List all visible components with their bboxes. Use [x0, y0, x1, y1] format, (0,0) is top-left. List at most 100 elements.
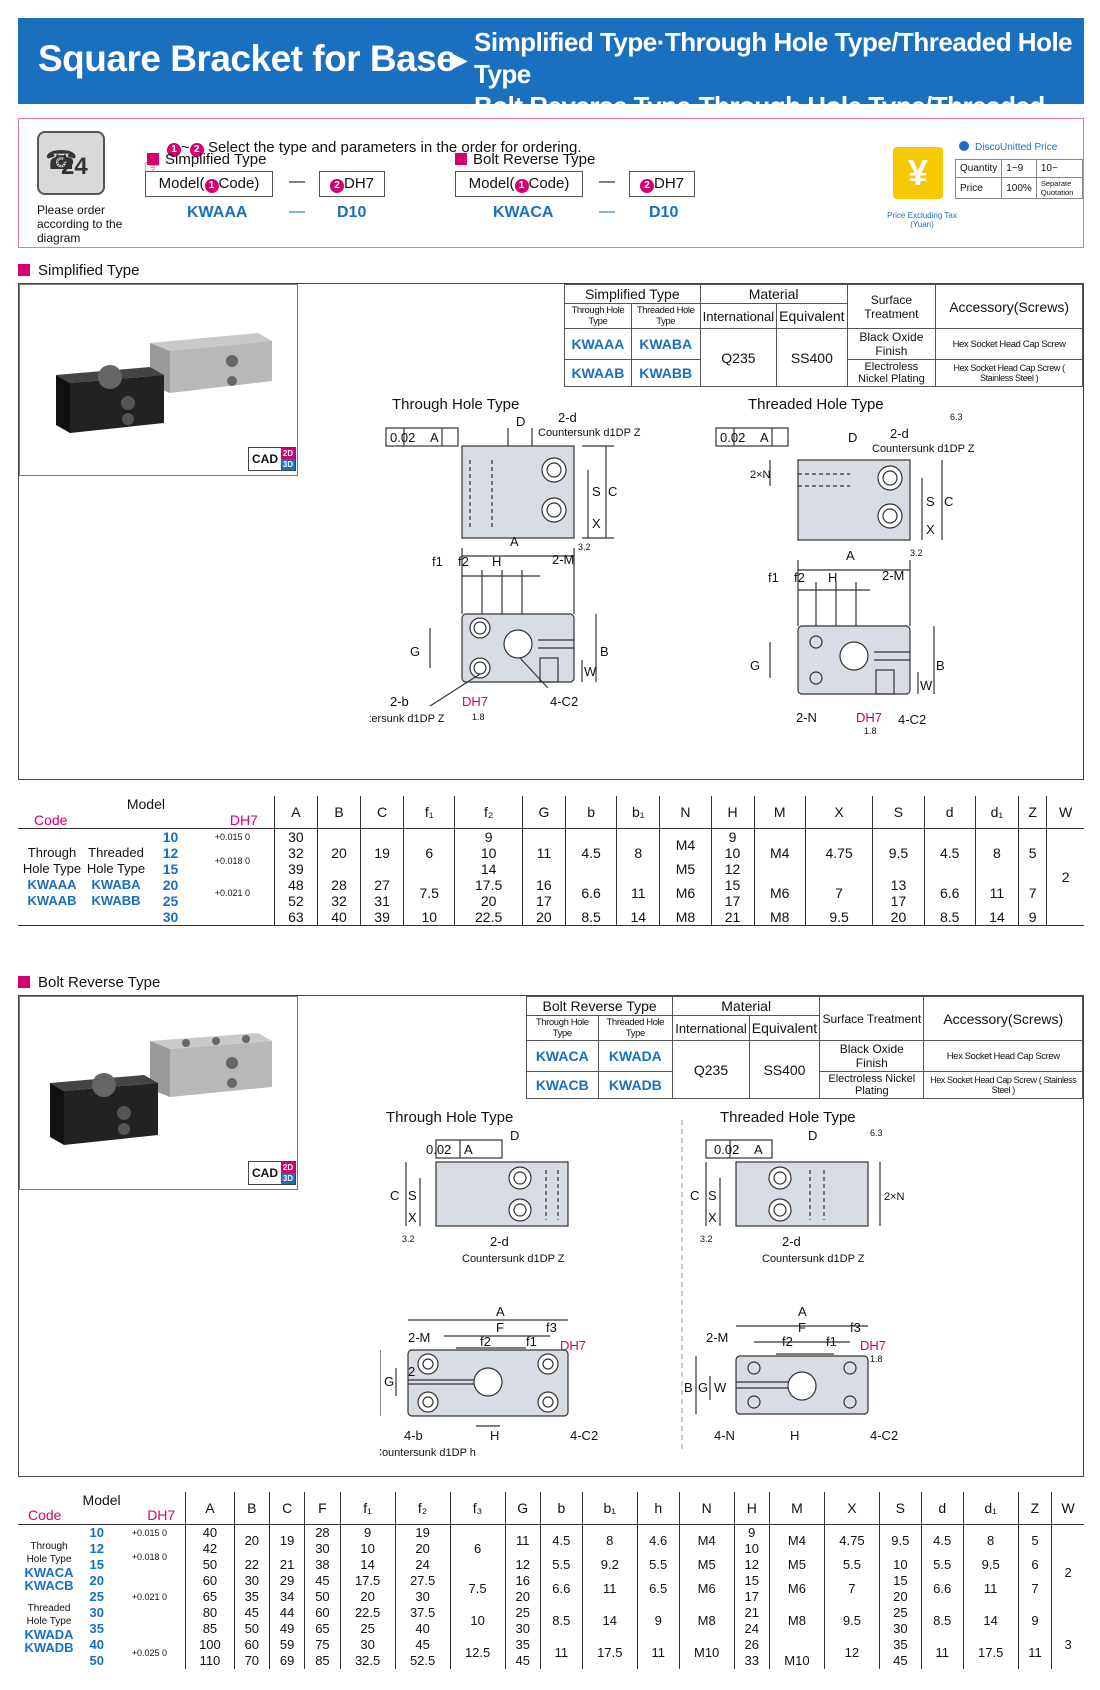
cell-b1: 17.5 [581, 1636, 638, 1669]
cell-F: 38 [304, 1556, 341, 1573]
cell-d: 5.5 [920, 1556, 964, 1573]
cell-F: 28 [304, 1524, 341, 1541]
col-header: H [733, 1492, 770, 1525]
dim-2M: 2-M [408, 1330, 430, 1345]
cell-f2: 22.5 [454, 909, 523, 926]
cell-H: 17 [710, 893, 755, 909]
cell-M: M6 [753, 877, 806, 909]
cell-Z: 5 [1017, 1524, 1052, 1557]
code-value: KWAAB [27, 893, 77, 908]
dim-W: W [920, 678, 933, 693]
cad-2d: 2D [281, 448, 295, 459]
qty-1: 1~9 [1001, 159, 1037, 178]
step-2-icon: 2 [639, 179, 654, 193]
dim-W: W [714, 1380, 727, 1395]
cell-H: 33 [733, 1652, 770, 1669]
dim-W: W [584, 664, 597, 679]
datum-label: A [754, 1142, 763, 1157]
dh-header: DH7 [147, 1506, 176, 1523]
col-header: f₁ [403, 796, 455, 829]
cell-d: 8.5 [923, 909, 976, 926]
cell-C: 39 [360, 909, 404, 926]
cell-b: 4.5 [539, 1524, 583, 1557]
col-header: A [185, 1492, 235, 1525]
dim-D: D [510, 1128, 519, 1143]
price-info: ¥ Price Excluding Tax (Yuan) DiscoUnitte… [887, 137, 1084, 229]
simplified-drawings: 0.02 A D 2-d Countersunk d1DP Z C S X 3.… [370, 410, 975, 736]
spec-surface-header: Surface Treatment [846, 284, 937, 329]
spec-equiv: SS400 [776, 328, 848, 387]
cell-F: 60 [304, 1604, 341, 1621]
simplified-label-text: Simplified Type [165, 151, 267, 168]
code-value: KWAAA [27, 877, 77, 892]
step-2-icon: 2 [329, 179, 344, 193]
col-header: H [710, 796, 755, 829]
cell-X: 4.75 [823, 1524, 880, 1557]
dim-2: 2 [408, 1364, 415, 1379]
cell-A: 30 [273, 828, 318, 845]
size-value: 30 [162, 909, 179, 925]
cell-X: 4.75 [804, 828, 873, 877]
page-header: Square Bracket for Base ► Simplified Typ… [18, 18, 1084, 153]
cell-N: M10 [678, 1636, 735, 1669]
cell-A: 80 [185, 1604, 235, 1621]
drawing-title-through: Through Hole Type [392, 396, 520, 413]
cell-f1: 10 [339, 1540, 396, 1557]
cell-F: 75 [304, 1636, 341, 1653]
section-title-text: Bolt Reverse Type [38, 974, 161, 991]
dim-DH7: DH7 [462, 694, 488, 709]
cell-H: 12 [710, 861, 755, 877]
spec-code: KWADB [597, 1071, 674, 1099]
col-header: B [233, 1492, 270, 1525]
cell-f3: 10 [449, 1604, 506, 1637]
cell-f2: 20 [454, 893, 523, 909]
dim-f2: f2 [480, 1334, 491, 1349]
cell-S: 15 [878, 1572, 922, 1589]
cell-X: 9.5 [823, 1604, 880, 1637]
col-header: d₁ [962, 1492, 1019, 1525]
dim-S: S [592, 484, 601, 499]
cell-d: 4.5 [923, 828, 976, 877]
cell-H: 15 [710, 877, 755, 893]
size-value: 50 [89, 1652, 104, 1668]
cell-H: 24 [733, 1620, 770, 1637]
col-header: F [304, 1492, 341, 1525]
cell-B: 20 [233, 1524, 270, 1557]
cell-f1: 6 [403, 828, 455, 877]
page-subtitle: Simplified Type·Through Hole Type/Thread… [474, 26, 1084, 154]
cell-S: 17 [872, 893, 925, 909]
qty-label: Quantity [954, 159, 1003, 178]
tolerance: +0.018 0 [214, 856, 251, 866]
cell-W: 3 [1051, 1620, 1084, 1669]
size-value: 20 [89, 1572, 104, 1588]
cell-H: 21 [733, 1604, 770, 1621]
cell-f2: 19 [394, 1524, 451, 1541]
col-header: M [753, 796, 806, 829]
table-row: 25 52 32 31 20 17 17 17 [18, 893, 1084, 909]
cell-d1: 11 [962, 1572, 1019, 1605]
dim-F: F [496, 1320, 504, 1335]
col-header: b [564, 796, 617, 829]
cell-b: 11 [539, 1636, 583, 1669]
dim-S: S [926, 494, 935, 509]
phone-number: 24 [61, 153, 88, 180]
dim-f1: f1 [432, 554, 443, 569]
code-value: KWADB [24, 1639, 74, 1655]
simplified-example-model: KWAAA [187, 204, 248, 221]
cell-H: 10 [733, 1540, 770, 1557]
threaded-hole-label: Threaded Hole Type [26, 1602, 72, 1627]
cell-f1: 25 [339, 1620, 396, 1637]
cell-G: 30 [504, 1620, 541, 1637]
bolt-section-title: Bolt Reverse Type [18, 974, 160, 991]
roughness-1.8: 1.8 [870, 1354, 883, 1364]
cell-M: M4 [753, 828, 806, 877]
cell-h: 9 [636, 1604, 680, 1637]
